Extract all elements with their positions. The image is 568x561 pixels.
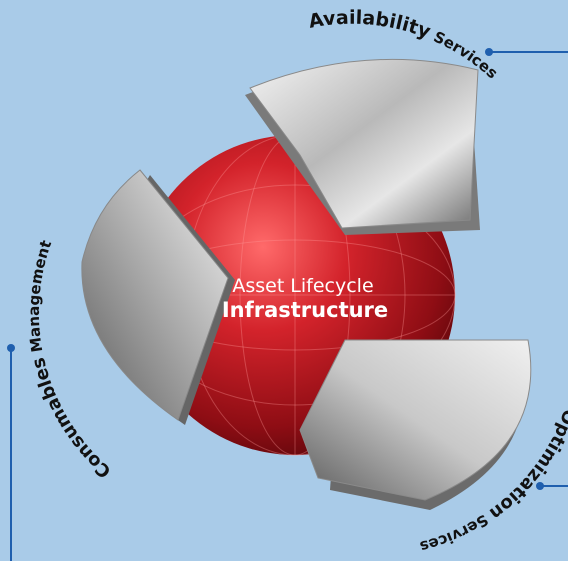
segment-optimization: [299, 339, 532, 510]
connector-lines: [7, 48, 568, 561]
segment-availability: [245, 58, 480, 235]
center-subtitle: Infrastructure: [222, 298, 388, 322]
consumables-label: Consumables: [28, 355, 115, 482]
segment-consumables: [81, 169, 235, 425]
availability-label: Availability: [307, 7, 434, 44]
services-label-bottom: Services: [418, 508, 496, 556]
management-label: Management: [25, 238, 55, 359]
center-title: Asset Lifecycle: [232, 275, 373, 297]
